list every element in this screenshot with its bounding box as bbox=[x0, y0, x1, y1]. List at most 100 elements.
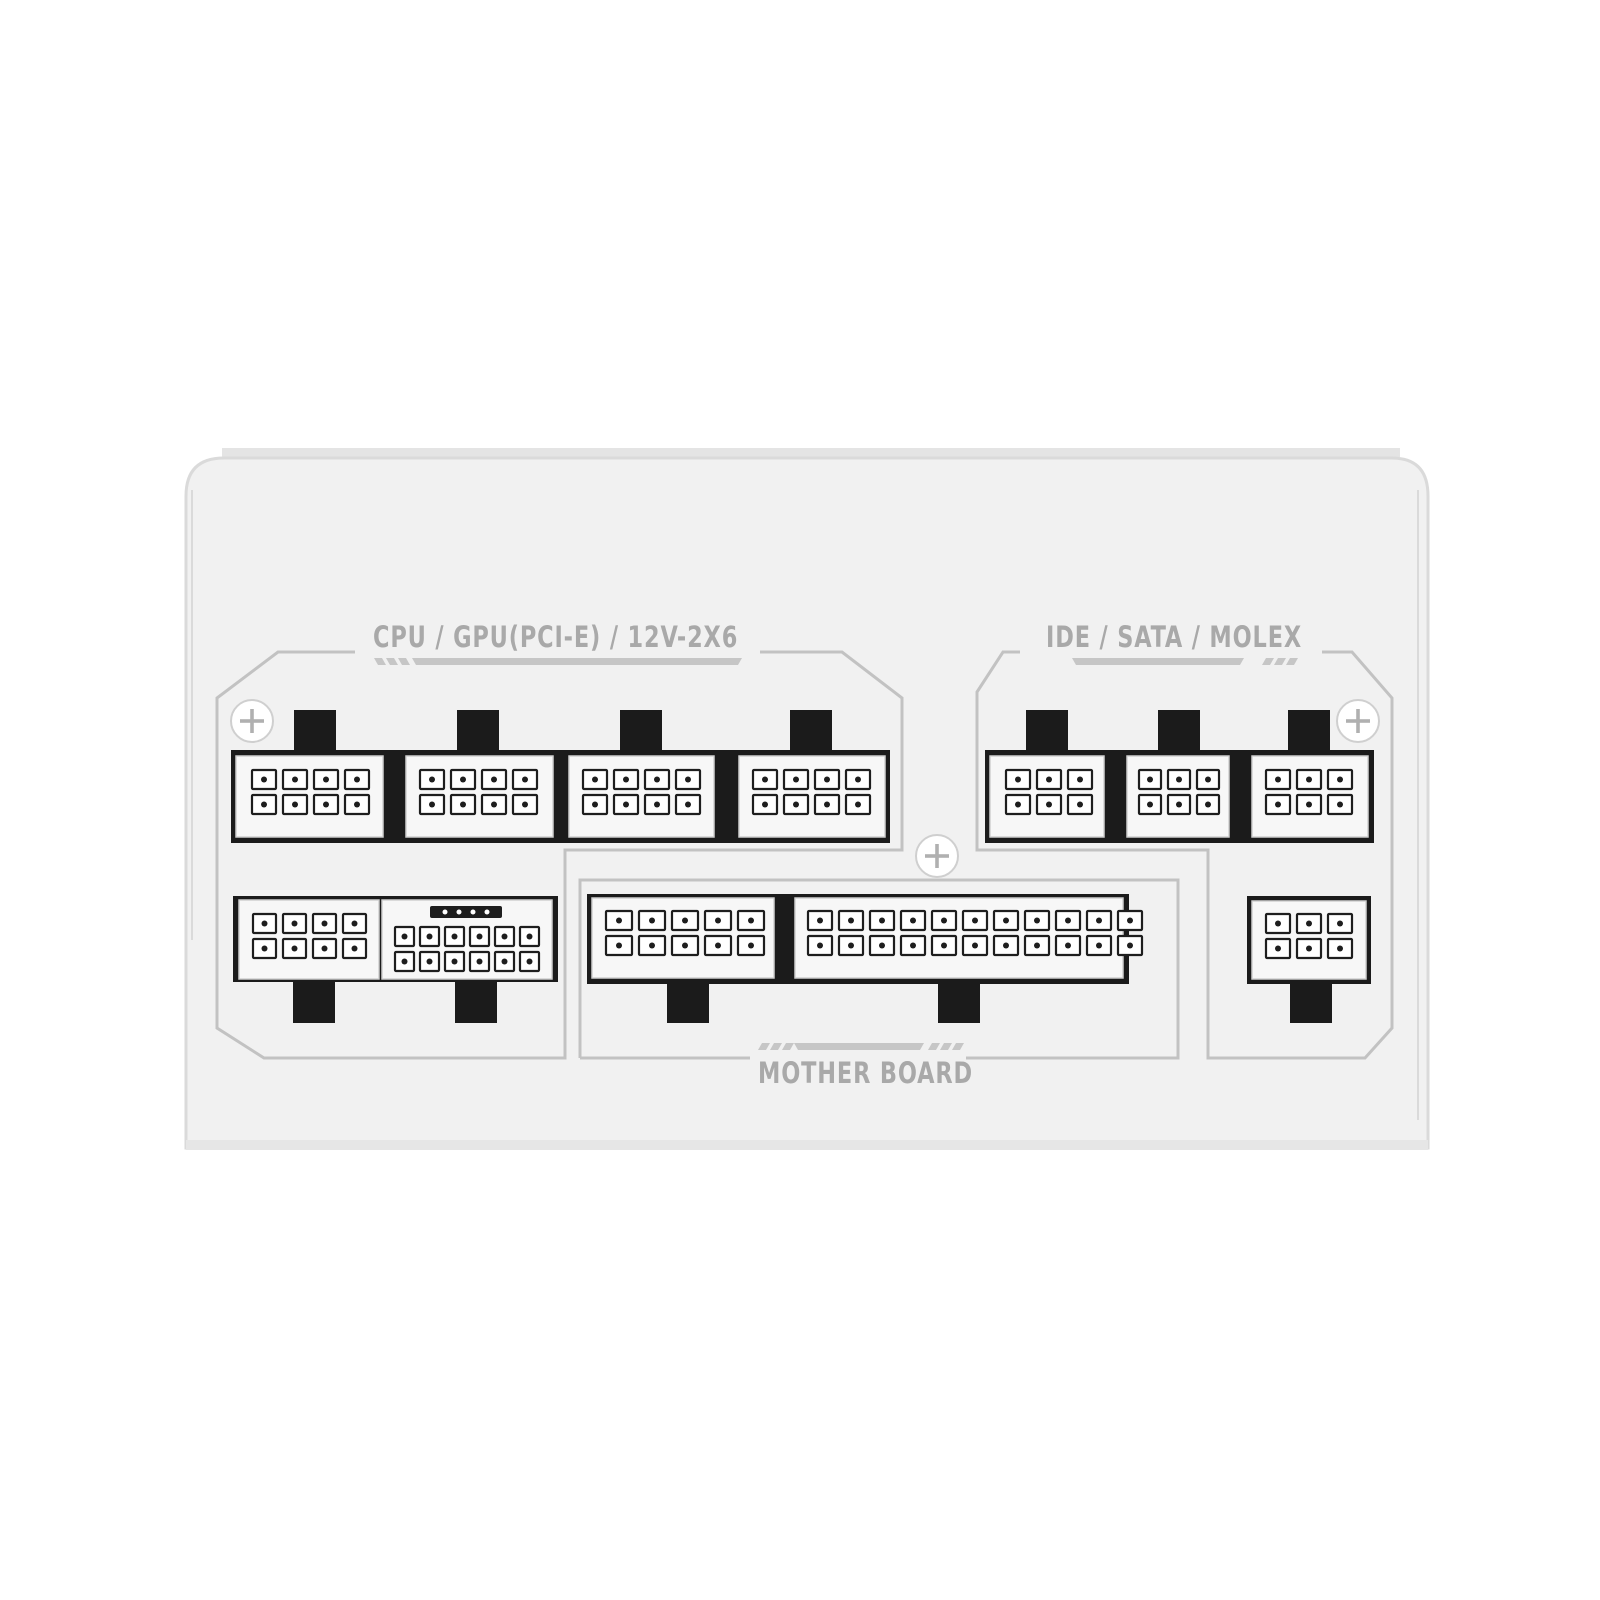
latch bbox=[457, 710, 499, 755]
pin-hole bbox=[323, 776, 329, 783]
pin-hole bbox=[1147, 776, 1153, 783]
pin-hole bbox=[748, 942, 754, 949]
pin-hole bbox=[501, 958, 508, 965]
pin-hole bbox=[1275, 776, 1281, 783]
latch bbox=[455, 975, 497, 1023]
pin-hole bbox=[291, 920, 298, 927]
screw-icon bbox=[230, 699, 274, 743]
pin-hole bbox=[491, 776, 497, 783]
pin-hole bbox=[1275, 920, 1281, 927]
pin-hole bbox=[941, 917, 947, 924]
pin-hole bbox=[460, 776, 466, 783]
cpu-gpu-section-label: CPU / GPU(PCI-E) / 12V-2X6 bbox=[373, 620, 739, 654]
sense-pin bbox=[484, 909, 490, 915]
pin-hole bbox=[476, 958, 483, 965]
pin-hole bbox=[1337, 776, 1343, 783]
pin-hole bbox=[1176, 776, 1182, 783]
pin-hole bbox=[451, 933, 458, 940]
pin-hole bbox=[261, 920, 268, 927]
pin-hole bbox=[682, 917, 688, 924]
pin-hole bbox=[848, 917, 854, 924]
pin-hole bbox=[762, 801, 768, 808]
pin-hole bbox=[1015, 801, 1021, 808]
pin-hole bbox=[1205, 776, 1211, 783]
pin-hole bbox=[1046, 801, 1052, 808]
pin-hole bbox=[526, 933, 533, 940]
pin-hole bbox=[426, 958, 433, 965]
pin-hole bbox=[321, 920, 328, 927]
latch bbox=[293, 975, 335, 1023]
screw-icon bbox=[1336, 699, 1380, 743]
pin-hole bbox=[1034, 942, 1040, 949]
screw-slot bbox=[250, 709, 254, 733]
panel-bottom-lip bbox=[186, 1140, 1428, 1150]
pin-hole bbox=[323, 801, 329, 808]
pin-hole bbox=[292, 801, 298, 808]
pin-hole bbox=[592, 776, 598, 783]
pin-hole bbox=[715, 942, 721, 949]
screws bbox=[230, 699, 1380, 878]
pin-hole bbox=[426, 933, 433, 940]
latch bbox=[294, 710, 336, 755]
pin-hole bbox=[685, 801, 691, 808]
pin-hole bbox=[451, 958, 458, 965]
pin-hole bbox=[616, 917, 622, 924]
pin-hole bbox=[351, 945, 358, 952]
connector-pins bbox=[250, 768, 1354, 973]
pin-hole bbox=[855, 776, 861, 783]
pin-hole bbox=[623, 776, 629, 783]
pin-hole bbox=[1003, 942, 1009, 949]
pin-hole bbox=[824, 801, 830, 808]
latch bbox=[1288, 710, 1330, 755]
pin-hole bbox=[592, 801, 598, 808]
sense-pin-bar bbox=[430, 906, 502, 918]
motherboard-outline bbox=[578, 878, 1180, 1060]
pin-hole bbox=[354, 776, 360, 783]
latch bbox=[790, 710, 832, 755]
label-decorations bbox=[374, 658, 1298, 1050]
pin-hole bbox=[1337, 801, 1343, 808]
sense-pin bbox=[456, 909, 462, 915]
pin-hole bbox=[616, 942, 622, 949]
pin-hole bbox=[685, 776, 691, 783]
pin-hole bbox=[824, 776, 830, 783]
pin-hole bbox=[1275, 801, 1281, 808]
pin-hole bbox=[1306, 801, 1312, 808]
pin-hole bbox=[748, 917, 754, 924]
pin-hole bbox=[401, 958, 408, 965]
pin-hole bbox=[1337, 945, 1343, 952]
pin-hole bbox=[1096, 917, 1102, 924]
pin-hole bbox=[501, 933, 508, 940]
pin-hole bbox=[1147, 801, 1153, 808]
ide-sata-label-stripes bbox=[1072, 658, 1298, 665]
pin-hole bbox=[941, 942, 947, 949]
pin-hole bbox=[522, 776, 528, 783]
pin-hole bbox=[793, 801, 799, 808]
latch bbox=[620, 710, 662, 755]
pin-hole bbox=[879, 942, 885, 949]
pin-hole bbox=[1306, 920, 1312, 927]
pin-hole bbox=[292, 776, 298, 783]
motherboard-section-label: MOTHER BOARD bbox=[758, 1056, 974, 1090]
pin-hole bbox=[1306, 776, 1312, 783]
pin-hole bbox=[1015, 776, 1021, 783]
pin-hole bbox=[682, 942, 688, 949]
chassis-top-edge bbox=[222, 448, 1400, 457]
motherboard-label-stripes bbox=[758, 1043, 964, 1050]
pin-hole bbox=[649, 917, 655, 924]
pin-hole bbox=[354, 801, 360, 808]
pin-hole bbox=[654, 801, 660, 808]
pin-hole bbox=[1127, 917, 1133, 924]
pin-hole bbox=[491, 801, 497, 808]
pin-hole bbox=[1077, 801, 1083, 808]
pin-hole bbox=[1065, 917, 1071, 924]
pin-hole bbox=[1337, 920, 1343, 927]
latch bbox=[1158, 710, 1200, 755]
pin-hole bbox=[654, 776, 660, 783]
pin-hole bbox=[1003, 917, 1009, 924]
pin-hole bbox=[351, 920, 358, 927]
pin-hole bbox=[879, 917, 885, 924]
pin-hole bbox=[855, 801, 861, 808]
connector-latches bbox=[293, 710, 1332, 1023]
